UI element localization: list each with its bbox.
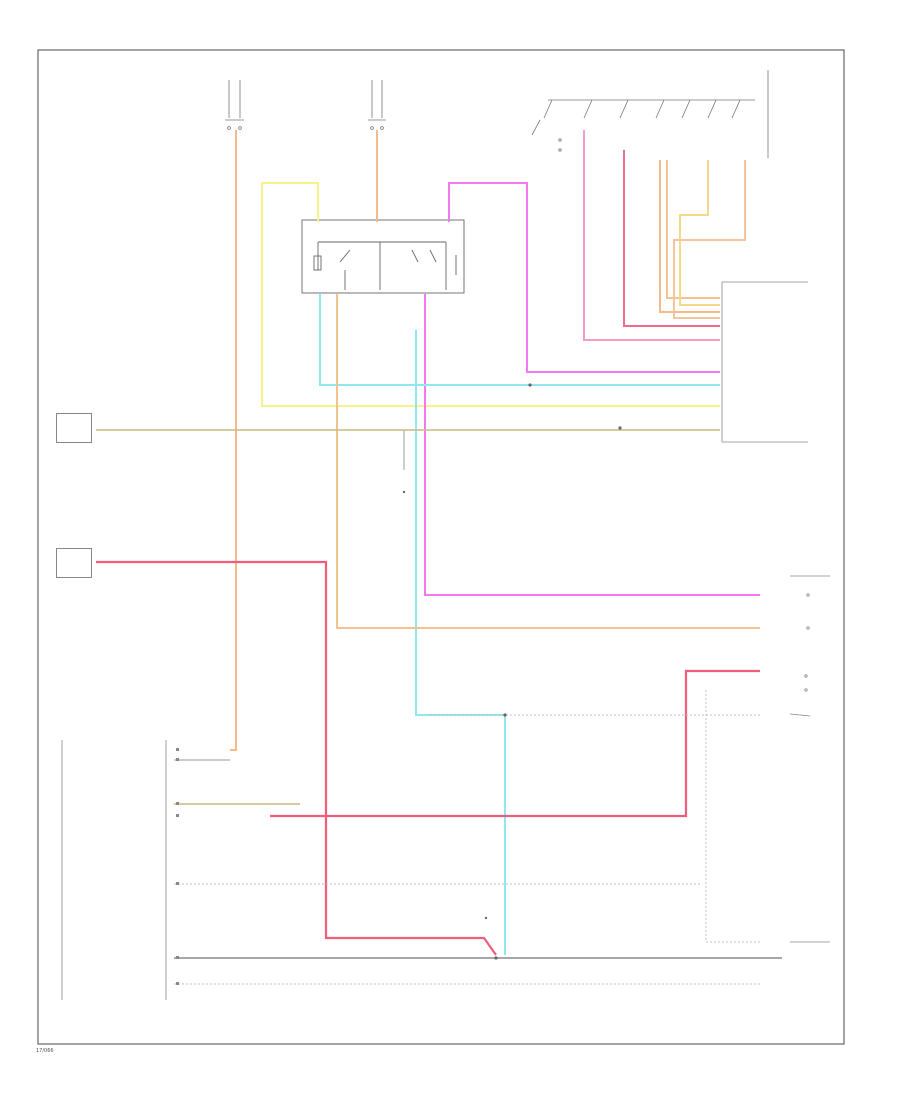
wire-pink-1 xyxy=(583,130,720,341)
wire-yellow xyxy=(261,182,720,407)
wire-yellow-2 xyxy=(679,160,720,306)
mirror-switch-top xyxy=(531,70,769,158)
wire-peach-5 xyxy=(673,160,746,319)
wire-gray-right xyxy=(705,690,760,943)
front-park-sensor xyxy=(56,413,92,443)
wire-orange-left xyxy=(230,130,237,751)
wire-cyan-long xyxy=(415,330,506,955)
wire-cyan-short xyxy=(319,294,720,386)
rear-park-sensor xyxy=(56,548,92,578)
right-terminal-marks xyxy=(789,575,830,943)
fuse-top-left xyxy=(225,80,244,130)
diagram-frame xyxy=(37,49,845,1045)
wire-orange-3 xyxy=(659,160,720,313)
wire-orange-4 xyxy=(666,160,720,299)
wire-pink-2 xyxy=(623,150,720,327)
wire-red-rear-sensor xyxy=(96,560,497,956)
splice-dots xyxy=(402,383,622,960)
memory-seat-module-bracket xyxy=(61,740,167,1000)
wire-magenta-top xyxy=(448,182,720,373)
fuse-top-mid xyxy=(368,80,386,130)
footer-code: 17/066 xyxy=(36,1048,54,1054)
driver-door-module-connector xyxy=(721,281,808,443)
wire-magenta-long xyxy=(424,294,760,596)
module-pin-marks xyxy=(176,748,179,985)
wire-tan-switch xyxy=(336,294,760,629)
electronic-switch-box xyxy=(301,219,465,294)
wire-red-right xyxy=(270,669,760,818)
